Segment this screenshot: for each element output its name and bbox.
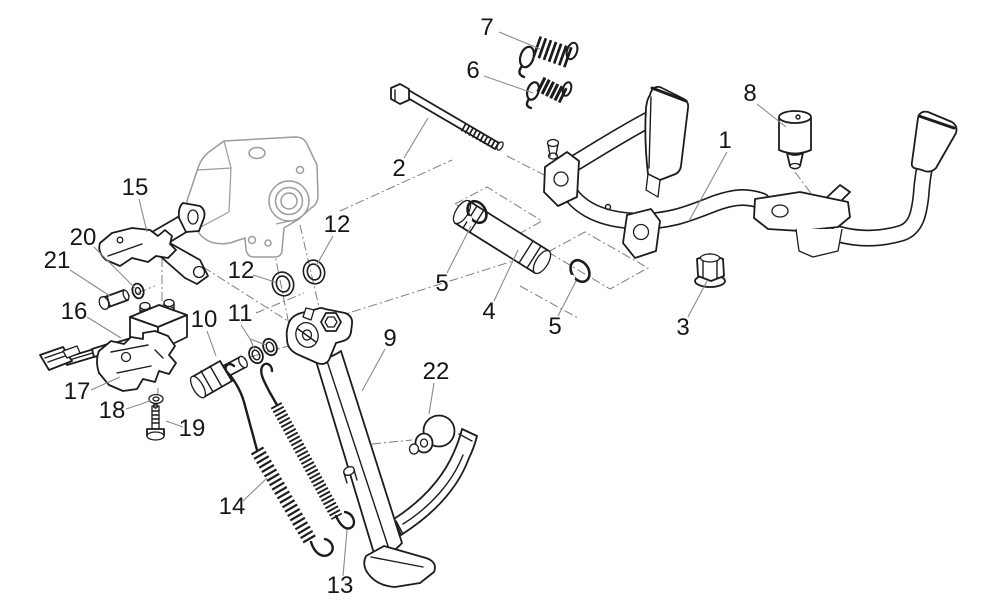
leader-line-washer — [125, 400, 151, 410]
part-number-6-inner-spring: 6 — [466, 57, 479, 84]
part-number-7-outer-spring: 7 — [480, 14, 493, 41]
part-number-14-outer-return-spring: 14 — [219, 493, 246, 520]
leader-line-screw — [165, 420, 184, 428]
leader-line-inner-spring — [483, 75, 534, 94]
frame-bracket-reference — [186, 136, 319, 258]
part-number-4-pivot-pin: 4 — [482, 298, 495, 325]
part-number-18-washer: 18 — [99, 397, 126, 424]
part-10-side-stand-pivot-pin — [189, 355, 248, 399]
part-number-22-roller: 22 — [423, 358, 450, 385]
part-1-center-stand — [543, 86, 958, 259]
leader-line-side-stand — [361, 348, 386, 392]
part-number-12-o-ring-right: 12 — [324, 211, 351, 238]
part-3-flange-nut — [694, 253, 726, 288]
part-17-switch-guard — [96, 330, 177, 392]
part-number-11-washers: 11 — [228, 300, 253, 327]
part-number-13-inner-return-spring: 13 — [327, 572, 354, 599]
leader-line-center-stand — [688, 151, 728, 222]
part-6-inner-spring — [525, 76, 573, 110]
part-number-10-side-stand-pivot-pin: 10 — [191, 306, 218, 333]
part-8-rubber-buffer — [778, 110, 812, 170]
part-22-roller — [408, 414, 456, 455]
part-number-20-spacer-washer: 20 — [70, 224, 97, 251]
part-number-16-side-stand-switch: 16 — [61, 298, 88, 325]
part-19-screw — [146, 403, 165, 441]
part-20-spacer-washer — [131, 282, 145, 300]
leader-line-circlip-left — [446, 225, 472, 274]
leader-line-pivot-bolt — [403, 117, 429, 159]
part-number-15-support-bracket: 15 — [122, 174, 149, 201]
part-7-outer-spring — [518, 36, 579, 79]
leader-line-washers — [249, 338, 256, 351]
leader-line-switch-guard — [90, 376, 121, 391]
part-number-2-pivot-bolt: 2 — [392, 155, 405, 182]
part-2-pivot-bolt — [390, 83, 504, 151]
part-13-inner-return-spring — [260, 362, 356, 530]
leader-line-flange-nut — [687, 280, 708, 318]
leader-line-rubber-buffer — [756, 103, 787, 128]
part-number-17-switch-guard: 17 — [64, 378, 91, 405]
part-number-19-screw: 19 — [179, 415, 206, 442]
leader-line-side-stand-switch — [86, 316, 122, 339]
leader-line-o-ring-right — [315, 235, 334, 267]
part-number-5-circlip-left: 5 — [435, 270, 448, 297]
leader-line-circlip-right — [557, 280, 577, 317]
part-18-washer — [148, 393, 164, 405]
leader-line-support-bracket — [138, 198, 148, 233]
part-15-support-bracket — [98, 202, 209, 285]
part-number-21-screw-small: 21 — [44, 247, 71, 274]
leader-line-outer-spring — [498, 31, 541, 50]
part-number-8-rubber-buffer: 8 — [743, 80, 756, 107]
part-11-washers — [248, 337, 278, 365]
leader-line-o-ring-left — [252, 274, 276, 283]
part-14-outer-return-spring — [224, 362, 334, 557]
part-number-3-flange-nut: 3 — [676, 314, 689, 341]
leader-line-spacer-washer — [93, 246, 136, 289]
part-number-5-circlip-right: 5 — [548, 313, 561, 340]
leader-line-inner-return-spring — [342, 529, 348, 577]
part-12-o-rings — [271, 259, 326, 297]
leader-line-outer-return-spring — [242, 477, 268, 502]
leader-line-washers — [249, 338, 267, 346]
part-number-9-side-stand: 9 — [383, 325, 396, 352]
part-9-side-stand — [285, 307, 478, 588]
part-21-screw-small — [98, 289, 130, 310]
leader-line-washers — [240, 324, 251, 340]
leader-line-screw-small — [69, 269, 111, 297]
part-5-circlips — [465, 199, 591, 284]
leader-line-roller — [428, 382, 435, 415]
part-number-1-center-stand: 1 — [718, 127, 731, 154]
leader-line-side-stand-pivot-pin — [206, 330, 217, 357]
part-number-12-o-ring-left: 12 — [228, 257, 255, 284]
leader-line-pivot-pin — [493, 249, 519, 302]
